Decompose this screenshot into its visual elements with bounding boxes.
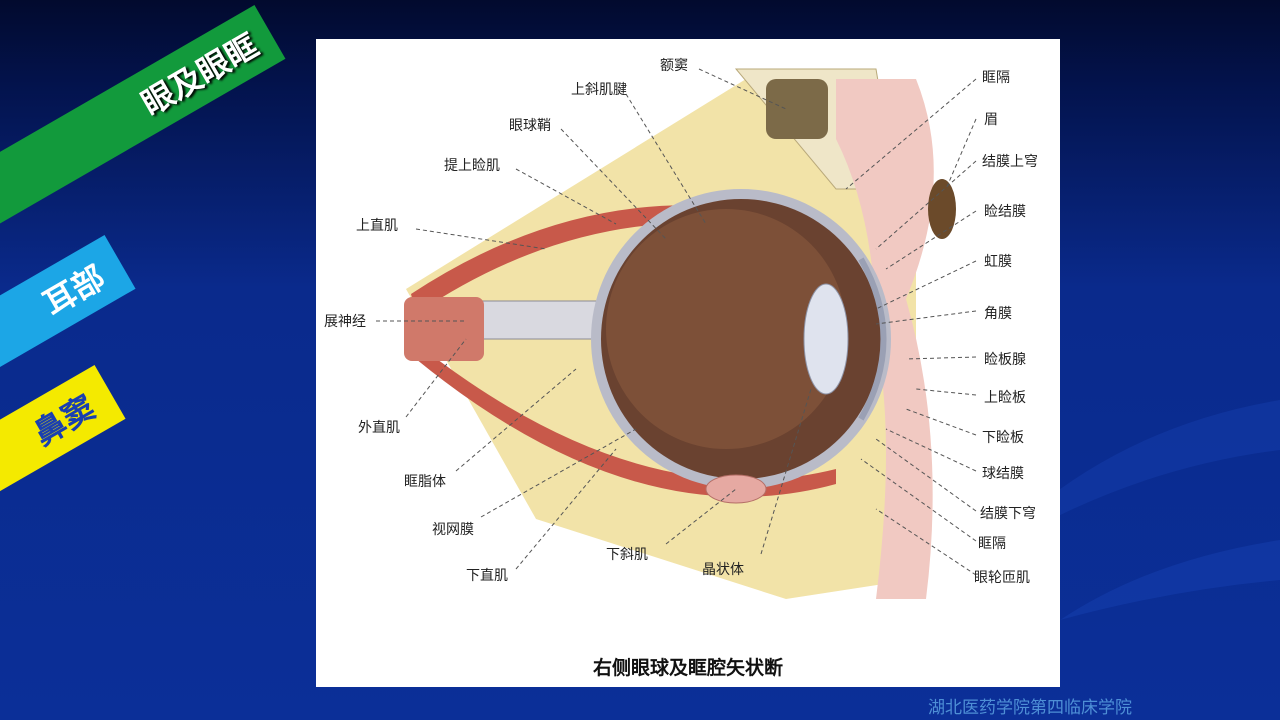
label-iris: 虹膜	[984, 254, 1012, 270]
label-abducens: 展神经	[324, 314, 366, 330]
eye-diagram-panel: 额窦 上斜肌腱 眼球鞘 提上睑肌 上直肌 展神经 外直肌 眶脂体 视网膜 下直肌…	[316, 39, 1060, 687]
label-tarsal-glands: 睑板腺	[984, 352, 1026, 368]
eye-illustration	[376, 68, 977, 599]
label-frontal-sinus: 额窦	[660, 58, 688, 74]
label-eyebrow: 眉	[984, 112, 998, 128]
label-levator: 提上睑肌	[444, 158, 500, 174]
label-orbital-septum-bottom: 眶隔	[978, 536, 1006, 552]
label-inferior-oblique: 下斜肌	[606, 547, 648, 563]
label-lateral-rectus: 外直肌	[358, 420, 400, 436]
figure-caption: 右侧眼球及眶腔矢状断	[592, 657, 783, 679]
label-orbital-fat: 眶脂体	[404, 474, 446, 490]
label-inferior-fornix: 结膜下穹	[980, 506, 1036, 522]
label-lens: 晶状体	[702, 562, 744, 578]
eyebrow-shape	[928, 179, 956, 239]
label-retina: 视网膜	[432, 522, 474, 538]
label-superior-rectus: 上直肌	[356, 218, 398, 234]
footer-institution: 湖北医药学院第四临床学院	[928, 698, 1132, 718]
label-palpebral-conjunctiva: 睑结膜	[984, 204, 1026, 220]
label-inferior-tarsus: 下睑板	[982, 430, 1024, 446]
label-superior-tarsus: 上睑板	[984, 390, 1026, 406]
label-superior-oblique-tendon: 上斜肌腱	[571, 82, 627, 98]
lens-shape	[803, 283, 849, 395]
label-orbicularis: 眼轮匝肌	[974, 570, 1030, 586]
label-bulbar-sheath: 眼球鞘	[509, 118, 551, 134]
label-orbital-septum-top: 眶隔	[982, 70, 1010, 86]
frontal-sinus-shape	[766, 79, 828, 139]
label-inferior-rectus: 下直肌	[466, 568, 508, 584]
label-bulbar-conjunctiva: 球结膜	[982, 466, 1024, 482]
label-superior-fornix: 结膜上穹	[982, 154, 1038, 170]
label-cornea: 角膜	[984, 306, 1012, 322]
